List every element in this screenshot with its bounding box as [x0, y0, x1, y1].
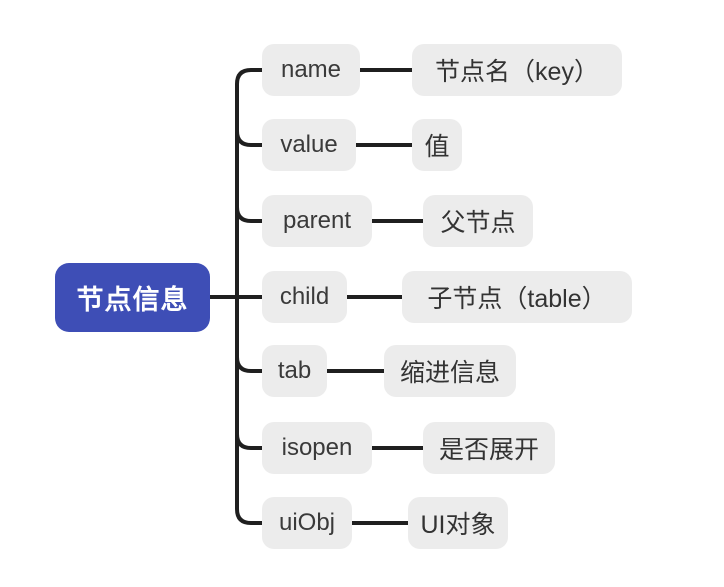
desc-node-parent[interactable]: 父节点 — [423, 195, 533, 247]
desc-node-label: 值 — [424, 133, 450, 161]
desc-node-child[interactable]: 子节点（table） — [402, 271, 632, 323]
link-spine — [235, 68, 262, 525]
link-branch-isopen — [235, 433, 262, 450]
desc-node-label: 子节点（table） — [427, 285, 607, 313]
attr-node-name[interactable]: name — [262, 44, 360, 96]
attr-node-label: isopen — [281, 434, 353, 461]
desc-node-label: 父节点 — [440, 209, 516, 237]
attr-node-label: parent — [282, 207, 352, 234]
link-branch-value — [235, 130, 262, 147]
desc-node-label: 缩进信息 — [399, 359, 500, 387]
attr-node-value[interactable]: value — [262, 119, 356, 171]
desc-node-name[interactable]: 节点名（key） — [412, 44, 622, 96]
attr-node-uiobj[interactable]: uiObj — [262, 497, 352, 549]
attr-node-parent[interactable]: parent — [262, 195, 372, 247]
attr-node-isopen[interactable]: isopen — [262, 422, 372, 474]
attr-node-label: uiObj — [278, 509, 336, 536]
desc-node-label: 节点名（key） — [435, 58, 599, 86]
root-node-label: 节点信息 — [76, 285, 189, 315]
attr-node-label: value — [280, 131, 338, 158]
desc-node-value[interactable]: 值 — [412, 119, 462, 171]
attr-node-child[interactable]: child — [262, 271, 347, 323]
attr-node-label: name — [280, 56, 342, 83]
root-node[interactable]: 节点信息 — [55, 263, 210, 332]
desc-node-uiobj[interactable]: UI对象 — [408, 497, 508, 549]
link-branch-tab — [235, 356, 262, 373]
link-branch-parent — [235, 206, 262, 223]
attr-node-label: tab — [277, 357, 312, 384]
attr-node-label: child — [279, 283, 330, 310]
desc-node-label: 是否展开 — [438, 436, 539, 464]
desc-node-isopen[interactable]: 是否展开 — [423, 422, 555, 474]
desc-node-tab[interactable]: 缩进信息 — [384, 345, 516, 397]
attr-node-tab[interactable]: tab — [262, 345, 327, 397]
desc-node-label: UI对象 — [420, 511, 496, 539]
